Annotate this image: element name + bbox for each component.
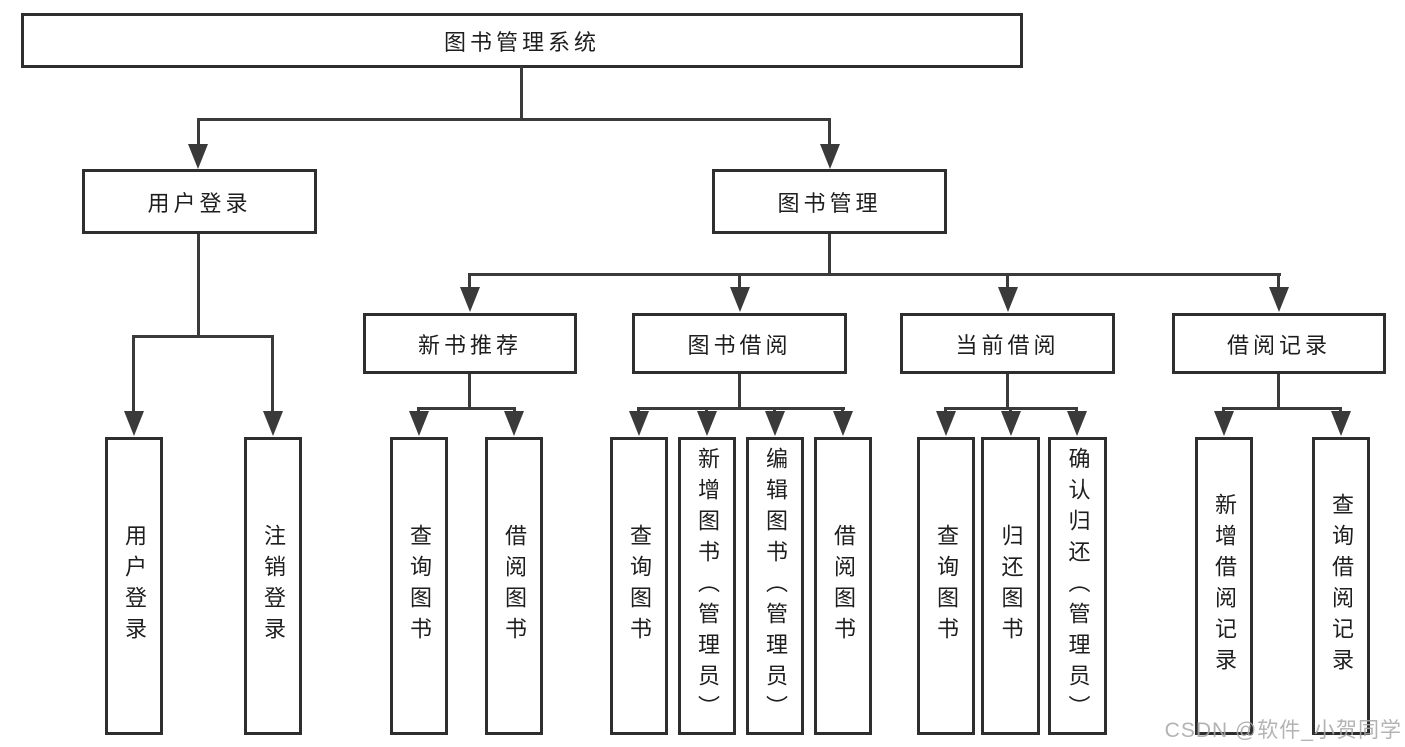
arrow-down-icon [820, 144, 840, 169]
connector-userlogin-bus [133, 335, 274, 338]
connector-root-stem [520, 66, 523, 120]
node-label: 新增图书（管理员） [695, 446, 720, 726]
node-label: 确认归还（管理员） [1065, 446, 1091, 726]
arrow-down-icon [409, 411, 429, 436]
node-label: 借阅记录 [1226, 332, 1331, 358]
node-label: 用户登录 [122, 524, 147, 648]
node-label: 新书推荐 [417, 332, 522, 358]
connector-level3-bus [468, 273, 1281, 276]
arrow-down-icon [460, 287, 480, 312]
arrow-down-icon [1269, 287, 1289, 312]
node-label: 用户登录 [147, 190, 252, 216]
connector-shaft [828, 118, 831, 150]
arrow-down-icon [833, 411, 853, 436]
arrow-down-icon [1214, 411, 1234, 436]
arrow-down-icon [697, 411, 717, 436]
arrow-down-icon [1067, 411, 1087, 436]
connector-stem [1006, 374, 1009, 409]
connector-userlogin-stem [197, 234, 200, 337]
leaf-bb-edit-book-admin: 编辑图书（管理员） [746, 437, 804, 735]
connector-shaft [132, 335, 135, 415]
node-current-borrow: 当前借阅 [900, 313, 1115, 374]
connector-level2-bus [197, 118, 831, 121]
arrow-down-icon [730, 287, 750, 312]
arrow-down-icon [936, 411, 956, 436]
leaf-br-add-record: 新增借阅记录 [1195, 437, 1253, 735]
leaf-cb-confirm-return-admin: 确认归还（管理员） [1048, 437, 1107, 735]
node-label: 图书管理系统 [443, 29, 600, 55]
connector-bookmgmt-stem [828, 234, 831, 275]
node-label: 查询借阅记录 [1329, 493, 1354, 679]
arrow-down-icon [998, 287, 1018, 312]
arrow-down-icon [263, 411, 283, 436]
node-label: 查询图书 [627, 524, 652, 648]
node-user-login: 用户登录 [82, 169, 317, 234]
arrow-down-icon [629, 411, 649, 436]
leaf-bb-borrow-book: 借阅图书 [814, 437, 872, 735]
node-library-management-system: 图书管理系统 [21, 13, 1023, 68]
leaf-cb-query-book: 查询图书 [917, 437, 975, 735]
leaf-cb-return-book: 归还图书 [981, 437, 1040, 735]
leaf-br-query-record: 查询借阅记录 [1312, 437, 1370, 735]
connector-stem [1277, 374, 1280, 409]
node-label: 借阅图书 [831, 524, 856, 648]
leaf-logout: 注销登录 [244, 437, 302, 735]
csdn-watermark: CSDN @软件_小贺同学 [1164, 719, 1402, 742]
arrow-down-icon [124, 411, 144, 436]
connector-bus [637, 407, 845, 410]
node-label: 新增借阅记录 [1212, 493, 1237, 679]
node-label: 图书借阅 [687, 332, 792, 358]
connector-shaft [468, 273, 471, 291]
arrow-down-icon [504, 411, 524, 436]
node-label: 查询图书 [407, 524, 432, 648]
node-label: 归还图书 [998, 524, 1024, 648]
leaf-rec-borrow-book: 借阅图书 [485, 437, 543, 735]
node-label: 查询图书 [934, 524, 959, 648]
connector-shaft [1006, 273, 1009, 291]
node-book-management: 图书管理 [712, 169, 947, 234]
node-label: 注销登录 [261, 524, 286, 648]
node-borrow-records: 借阅记录 [1172, 313, 1386, 374]
leaf-bb-add-book-admin: 新增图书（管理员） [678, 437, 736, 735]
connector-shaft [738, 273, 741, 291]
node-new-book-recommend: 新书推荐 [363, 313, 577, 374]
connector-shaft [271, 335, 274, 415]
arrow-down-icon [188, 144, 208, 169]
node-label: 借阅图书 [502, 524, 527, 648]
leaf-user-login: 用户登录 [105, 437, 163, 735]
node-label: 编辑图书（管理员） [763, 446, 788, 726]
leaf-bb-query-book: 查询图书 [610, 437, 668, 735]
node-label: 当前借阅 [955, 332, 1060, 358]
leaf-rec-query-book: 查询图书 [390, 437, 448, 735]
connector-stem [468, 374, 471, 409]
arrow-down-icon [765, 411, 785, 436]
node-label: 图书管理 [777, 190, 882, 216]
arrow-down-icon [1001, 411, 1021, 436]
connector-stem [738, 374, 741, 409]
connector-shaft [197, 118, 200, 150]
connector-shaft [1277, 273, 1280, 291]
connector-bus [417, 407, 516, 410]
arrow-down-icon [1331, 411, 1351, 436]
node-book-borrow: 图书借阅 [632, 313, 847, 374]
connector-bus [1222, 407, 1342, 410]
